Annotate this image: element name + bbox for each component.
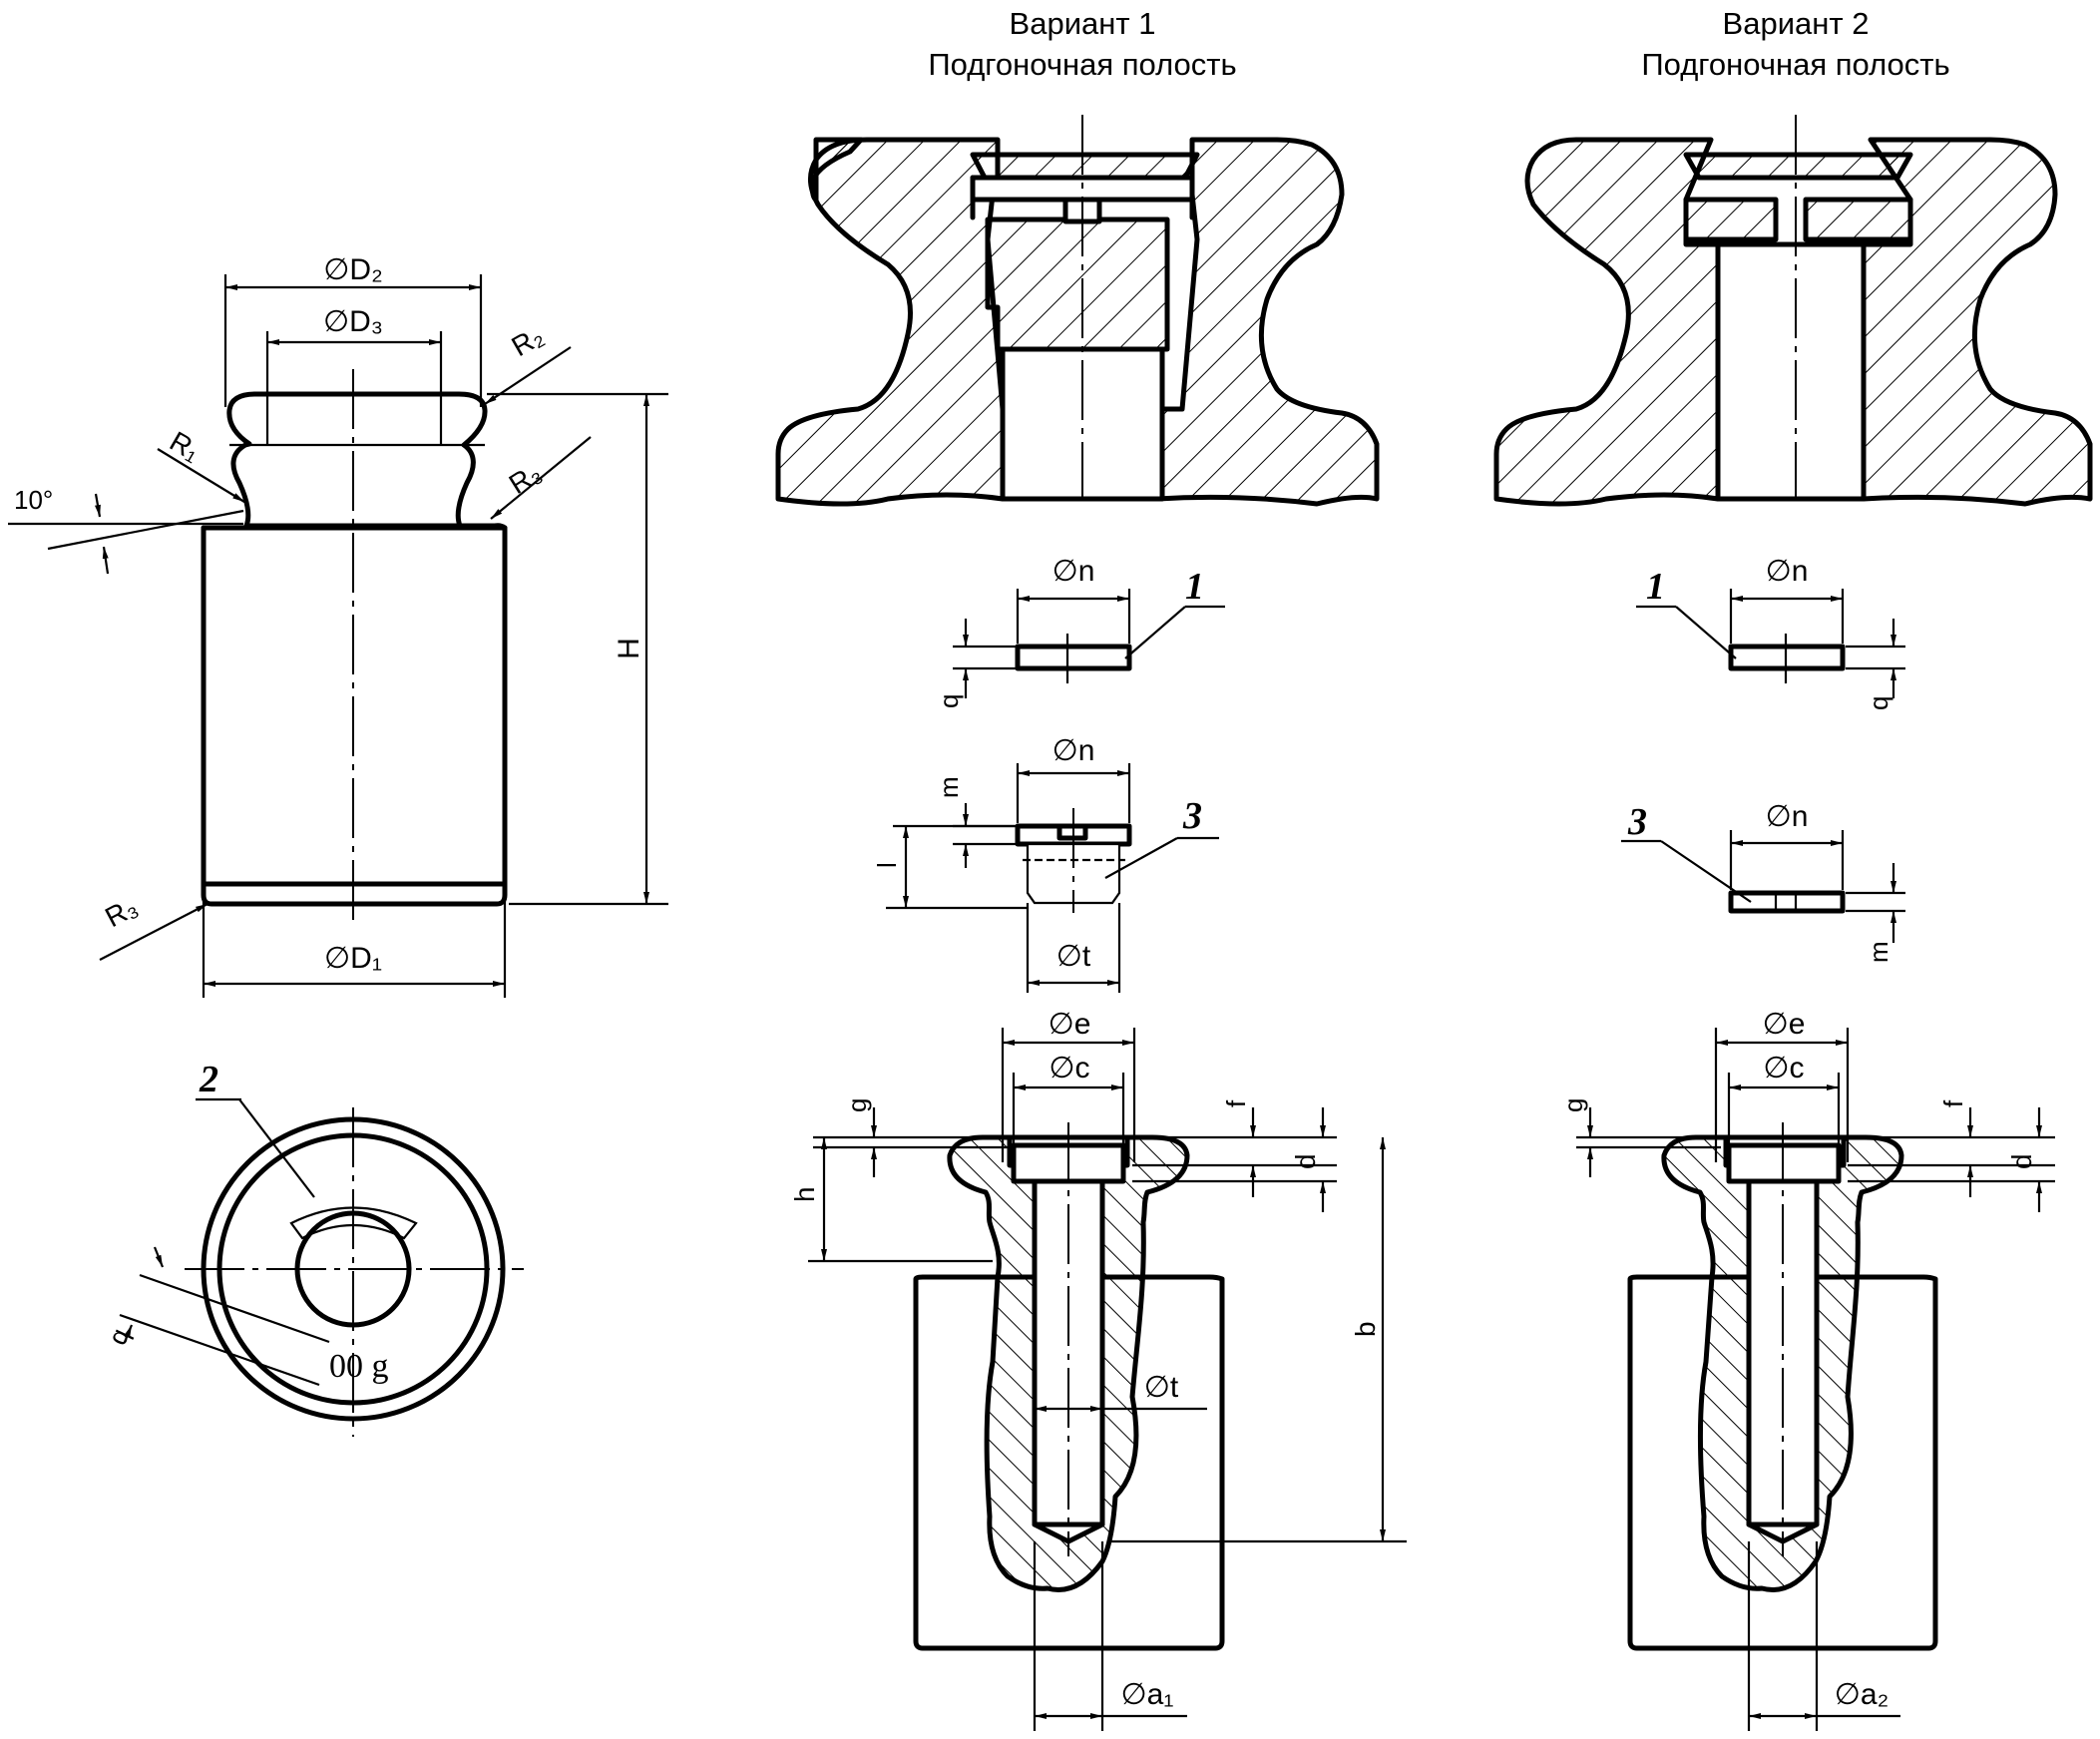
callout-2: 2 [199,1059,218,1100]
callout-2-leader [238,1098,315,1198]
v1-dim-t-section: ∅t [1144,1371,1179,1404]
dim-h-height: H [613,638,645,659]
v1-callout-1: 1 [1185,566,1204,608]
marking-plate [289,1206,418,1240]
variant1-title: Вариант 1 [1010,6,1156,41]
v1-dim-e: ∅e [1049,1008,1091,1041]
v1-dim-n-1: ∅n [1052,555,1095,588]
v1-dim-c: ∅c [1049,1052,1089,1085]
variant1-plate-1: ∅n 1 q [934,555,1225,708]
variant2-title: Вариант 2 [1723,6,1870,41]
variant2-subtitle: Подгоночная полость [1641,47,1949,82]
variant1-screw-3: ∅n 3 m l ∅t [872,734,1219,993]
v1-dim-q: q [934,694,964,708]
v2-dim-f: f [1938,1099,1968,1107]
v1-dim-f: f [1221,1099,1251,1107]
variant2-plate-1: ∅n 1 q [1636,555,1905,710]
weight-top-view: 2 00 g q [102,1059,524,1437]
v2-dim-c: ∅c [1763,1052,1804,1085]
v2-dim-q: q [1864,696,1893,710]
variant1-upper-section [775,115,1380,507]
v1-dim-l: l [872,862,902,868]
v2-dim-m: m [1864,941,1893,963]
dim-r3-top: R₃ [504,457,547,500]
v1-callout-3: 3 [1182,795,1202,837]
v2-dim-d: d [2006,1153,2037,1169]
v1-dim-b: b [1350,1321,1381,1337]
variant2-plate-3: ∅n 3 m [1621,800,1905,963]
variant2-header: Вариант 2 Подгоночная полость [1641,6,1949,82]
variant1-header: Вариант 1 Подгоночная полость [928,6,1236,82]
v1-dim-h: h [789,1186,820,1202]
v1-dim-t: ∅t [1056,940,1091,973]
dim-d2: ∅D₂ [323,253,382,286]
v2-dim-n-3: ∅n [1766,800,1809,833]
dim-d1: ∅D₁ [324,942,382,975]
dim-angle-10: 10° [14,485,53,515]
variant2-upper-section [1493,115,2093,507]
v2-callout-1: 1 [1646,566,1665,608]
weight-side-view: ∅D₂ ∅D₃ ∅D₁ H R₂ R₁ R₃ R₃ 10° [8,253,668,998]
v1-dim-a1: ∅a₁ [1121,1678,1174,1711]
variant2-lower-section: ∅e ∅c g f d ∅a₂ [1558,1008,2055,1731]
dim-d3: ∅D₃ [323,305,383,338]
v2-dim-n-1: ∅n [1766,555,1809,588]
v1-dim-m: m [934,776,964,798]
v2-dim-g: g [1558,1098,1588,1112]
v1-dim-d: d [1290,1153,1321,1169]
v2-dim-e: ∅e [1763,1008,1806,1041]
dim-r2: R₂ [507,320,549,362]
mass-marking: 00 g [329,1348,389,1385]
dim-r1: R₁ [165,425,206,467]
variant1-lower-section: ∅e ∅c g h f d b ∅t [789,1008,1407,1731]
v1-dim-g: g [842,1098,872,1112]
plate-1 [1015,644,1132,671]
variant1-subtitle: Подгоночная полость [928,47,1236,82]
dim-r3-bottom: R₃ [100,891,142,933]
v1-dim-n-3: ∅n [1052,734,1095,767]
v2-dim-a2: ∅a₂ [1835,1678,1889,1711]
v2-callout-3: 3 [1627,801,1647,843]
